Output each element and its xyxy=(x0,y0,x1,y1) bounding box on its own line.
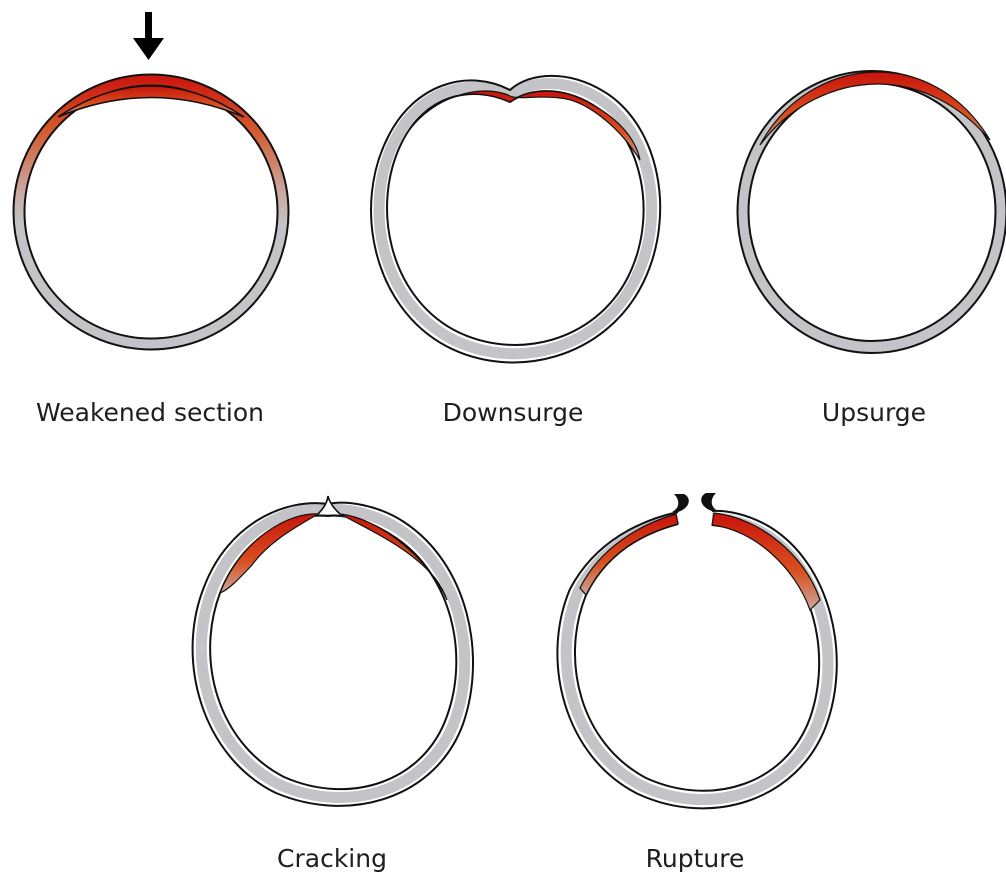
stage-label-cracking: Cracking xyxy=(277,844,387,873)
stage-cracking xyxy=(191,495,474,807)
pipe-cross-section xyxy=(736,70,1006,354)
stage-label-upsurge: Upsurge xyxy=(822,398,926,427)
stage-rupture xyxy=(556,493,838,810)
arrow-down-icon xyxy=(133,12,164,60)
stage-label-downsurge: Downsurge xyxy=(443,398,584,427)
pipe-cross-section xyxy=(370,74,662,364)
stage-label-weakened: Weakened section xyxy=(36,398,264,427)
pipe-cross-section xyxy=(191,495,474,807)
stage-downsurge xyxy=(370,74,662,364)
pipe-cross-section xyxy=(12,73,290,351)
stage-weakened xyxy=(12,12,290,351)
stage-label-rupture: Rupture xyxy=(646,844,745,873)
pipe-cross-section xyxy=(556,493,838,810)
stage-upsurge xyxy=(736,70,1006,354)
